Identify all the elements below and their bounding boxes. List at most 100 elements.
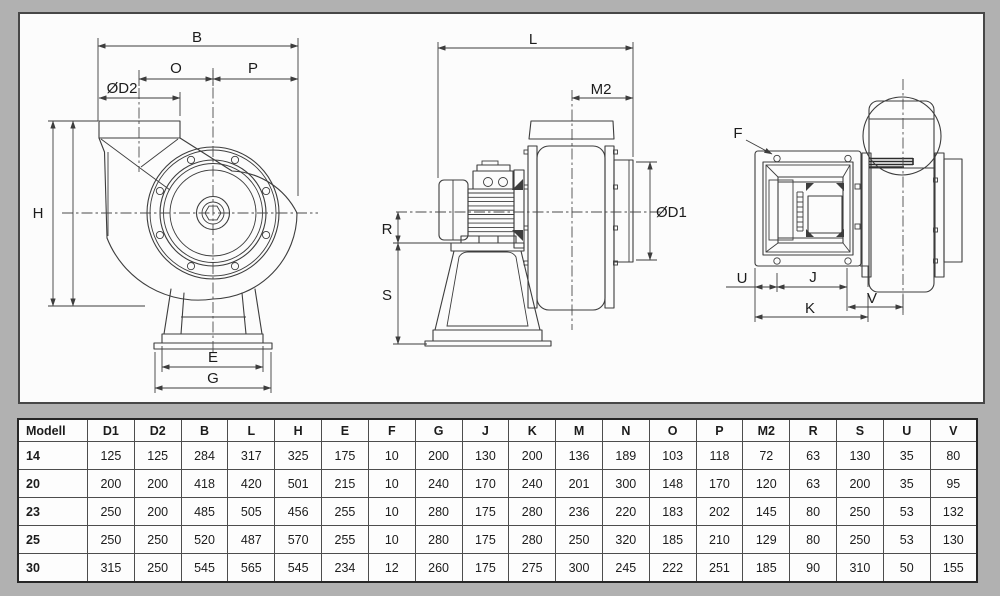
dim-label-V: V [867, 290, 877, 307]
value-cell: 10 [367, 441, 416, 470]
col-header-S: S [836, 418, 884, 442]
value-cell: 12 [367, 553, 416, 583]
value-cell: 130 [929, 525, 978, 554]
value-cell: 200 [836, 469, 884, 498]
value-cell: 260 [414, 553, 463, 583]
value-cell: 130 [461, 441, 510, 470]
model-cell: 23 [17, 497, 88, 526]
col-header-V: V [929, 418, 978, 442]
front-centerlines [62, 68, 318, 352]
value-cell: 250 [555, 525, 603, 554]
value-cell: 456 [274, 497, 323, 526]
value-cell: 189 [601, 441, 650, 470]
value-cell: 317 [227, 441, 276, 470]
value-cell: 210 [695, 525, 744, 554]
dim-label-K: K [805, 300, 815, 317]
side-housing [523, 120, 634, 311]
col-header-Modell: Modell [17, 418, 88, 442]
model-cell: 25 [17, 525, 88, 554]
value-cell: 222 [648, 553, 697, 583]
value-cell: 53 [882, 525, 931, 554]
value-cell: 132 [929, 497, 978, 526]
dim-label-D2: ØD2 [107, 80, 138, 97]
value-cell: 80 [789, 525, 837, 554]
value-cell: 63 [789, 469, 837, 498]
col-header-P: P [695, 418, 744, 442]
value-cell: 10 [367, 525, 416, 554]
value-cell: 240 [508, 469, 557, 498]
dim-label-P: P [248, 60, 258, 77]
col-header-D2: D2 [133, 418, 182, 442]
value-cell: 284 [180, 441, 229, 470]
value-cell: 250 [836, 497, 884, 526]
value-cell: 255 [321, 497, 369, 526]
value-cell: 236 [555, 497, 603, 526]
value-cell: 280 [414, 525, 463, 554]
dim-label-H: H [33, 205, 44, 222]
value-cell: 250 [133, 553, 182, 583]
value-cell: 250 [87, 497, 135, 526]
value-cell: 201 [555, 469, 603, 498]
col-header-E: E [321, 418, 369, 442]
value-cell: 487 [227, 525, 276, 554]
value-cell: 501 [274, 469, 323, 498]
value-cell: 234 [321, 553, 369, 583]
col-header-B: B [180, 418, 229, 442]
impeller-blade-ticks [796, 191, 804, 232]
value-cell: 125 [87, 441, 135, 470]
value-cell: 63 [789, 441, 837, 470]
dim-label-S: S [382, 287, 392, 304]
top-housing [860, 79, 963, 315]
col-header-U: U [882, 418, 931, 442]
col-header-O: O [648, 418, 697, 442]
col-header-M: M [555, 418, 603, 442]
value-cell: 200 [133, 497, 182, 526]
value-cell: 520 [180, 525, 229, 554]
top-view: F U J V K [726, 79, 963, 322]
value-cell: 72 [742, 441, 791, 470]
col-header-R: R [789, 418, 837, 442]
value-cell: 245 [601, 553, 650, 583]
value-cell: 53 [882, 497, 931, 526]
value-cell: 50 [882, 553, 931, 583]
col-header-J: J [461, 418, 510, 442]
front-scroll-housing [98, 120, 298, 301]
value-cell: 570 [274, 525, 323, 554]
value-cell: 250 [836, 525, 884, 554]
value-cell: 300 [555, 553, 603, 583]
dim-label-G: G [207, 370, 219, 387]
value-cell: 10 [367, 497, 416, 526]
model-cell: 30 [17, 553, 88, 583]
value-cell: 80 [789, 497, 837, 526]
value-cell: 255 [321, 525, 369, 554]
value-cell: 215 [321, 469, 369, 498]
value-cell: 130 [836, 441, 884, 470]
value-cell: 129 [742, 525, 791, 554]
col-header-K: K [508, 418, 557, 442]
col-header-H: H [274, 418, 323, 442]
front-dimensions: B O P ØD2 H E G [33, 29, 299, 393]
value-cell: 155 [929, 553, 978, 583]
dim-label-F: F [733, 125, 742, 142]
value-cell: 200 [133, 469, 182, 498]
dim-label-R: R [382, 221, 393, 238]
value-cell: 125 [133, 441, 182, 470]
col-header-F: F [367, 418, 416, 442]
value-cell: 545 [274, 553, 323, 583]
value-cell: 183 [648, 497, 697, 526]
value-cell: 250 [133, 525, 182, 554]
value-cell: 320 [601, 525, 650, 554]
model-cell: 20 [17, 469, 88, 498]
value-cell: 175 [461, 553, 510, 583]
col-header-L: L [227, 418, 276, 442]
dim-label-U: U [737, 270, 748, 287]
col-header-M2: M2 [742, 418, 791, 442]
value-cell: 300 [601, 469, 650, 498]
